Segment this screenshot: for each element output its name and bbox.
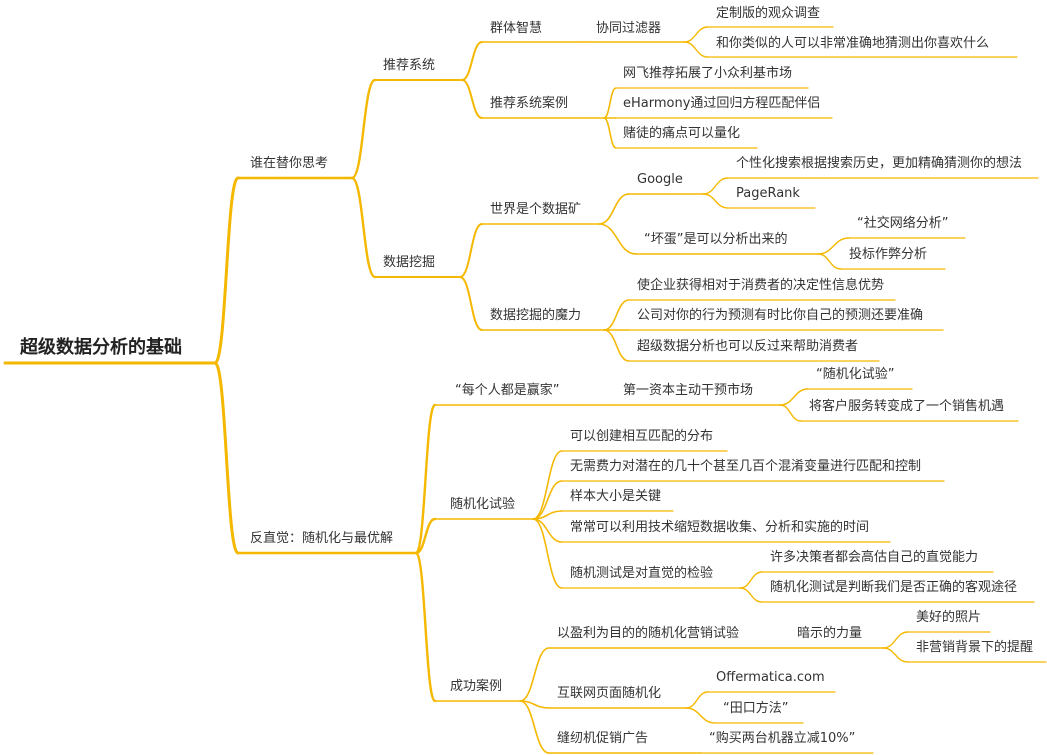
connector-line: [603, 329, 630, 362]
leaf-offermatica: Offermatica.com: [716, 670, 825, 685]
connector-line: [414, 517, 437, 555]
connector-line: [683, 41, 709, 58]
leaf-taguchi: “田口方法”: [723, 701, 789, 716]
leaf-buy-two-discount: “购买两台机器立减10%”: [709, 731, 856, 746]
connector-line: [461, 41, 483, 81]
connector-line: [598, 193, 630, 225]
node-google: Google: [637, 172, 683, 187]
connector-line: [702, 193, 729, 209]
connector-line: [817, 237, 850, 255]
connector-line: [459, 276, 483, 331]
node-counterintuitive: 反直觉：随机化与最优解: [250, 531, 394, 546]
connector-line: [739, 571, 763, 589]
connector-line: [213, 176, 240, 365]
node-intuition-check: 随机测试是对直觉的检验: [570, 566, 714, 581]
connector-line: [519, 647, 550, 702]
node-web-randomization: 互联网页面随机化: [557, 686, 662, 701]
node-world-data-mine: 世界是个数据矿: [490, 202, 582, 217]
connector-line: [683, 26, 709, 43]
node-capital-one: 第一资本主动干预市场: [623, 383, 754, 398]
node-power-of-suggestion: 暗示的力量: [797, 626, 863, 641]
connector-line: [685, 691, 709, 709]
leaf-confounders: 无需费力对潜在的几十个甚至几百个混淆变量进行匹配和控制: [570, 459, 922, 474]
node-wisdom-of-crowds: 群体智慧: [490, 21, 543, 36]
leaf-similar-people: 和你类似的人可以非常准确地猜测出你喜欢什么: [716, 36, 990, 51]
leaf-service-to-sales: 将客户服务转变成了一个销售机遇: [809, 399, 1005, 414]
connector-line: [414, 403, 437, 555]
leaf-matching-distribution: 可以创建相互匹配的分布: [570, 429, 714, 444]
leaf-bid-rigging: 投标作弊分析: [849, 247, 928, 262]
node-everyone-wins: “每个人都是赢家”: [455, 383, 560, 398]
leaf-technology-time: 常常可以利用技术缩短数据收集、分析和实施的时间: [570, 520, 870, 535]
connector-line: [882, 631, 909, 649]
leaf-sample-size: 样本大小是关键: [570, 489, 662, 504]
node-recommender-systems: 推荐系统: [383, 58, 436, 73]
connector-line: [598, 223, 637, 255]
connector-line: [603, 117, 617, 149]
connector-line: [817, 253, 842, 270]
connector-line: [461, 79, 483, 119]
connector-line: [685, 707, 716, 724]
node-profit-marketing: 以盈利为目的的随机化营销试验: [557, 626, 740, 641]
leaf-non-marketing-reminder: 非营销背景下的提醒: [916, 640, 1034, 655]
connector-line: [603, 299, 630, 331]
leaf-nice-photo: 美好的照片: [916, 610, 982, 625]
node-bad-guys: “坏蛋”是可以分析出来的: [644, 232, 788, 247]
node-recommender-cases: 推荐系统案例: [490, 96, 569, 111]
node-data-mining: 数据挖掘: [383, 255, 436, 270]
node-collaborative-filter: 协同过滤器: [596, 21, 662, 36]
leaf-randomized-trial: “随机化试验”: [816, 367, 895, 382]
root-title: 超级数据分析的基础: [20, 337, 182, 358]
node-who-thinks-for-you: 谁在替你思考: [250, 156, 329, 171]
connector-line: [350, 176, 377, 279]
connector-line: [603, 87, 617, 119]
leaf-personalized-search: 个性化搜索根据搜索历史，更加精确猜测你的想法: [736, 156, 1023, 171]
leaf-custom-survey: 定制版的观众调查: [716, 6, 821, 21]
connector-line: [532, 518, 563, 589]
node-mining-magic: 数据挖掘的魔力: [490, 308, 582, 323]
leaf-social-network: “社交网络分析”: [857, 216, 949, 231]
node-sewing-machine-ad: 缝纫机促销广告: [557, 731, 649, 746]
connector-line: [414, 551, 437, 703]
connector-line: [519, 700, 550, 754]
node-success-cases: 成功案例: [450, 679, 503, 694]
connector-line: [702, 177, 729, 195]
connector-line: [739, 587, 763, 603]
connector-line: [532, 480, 563, 520]
connector-line: [779, 404, 802, 422]
leaf-info-advantage: 使企业获得相对于消费者的决定性信息优势: [637, 278, 885, 293]
leaf-prediction: 公司对你的行为预测有时比你自己的预测还要准确: [637, 308, 924, 323]
connector-line: [459, 223, 483, 278]
node-randomized-trials: 随机化试验: [450, 497, 516, 512]
leaf-netflix: 网飞推荐拓展了小众利基市场: [623, 66, 793, 81]
connector-line: [779, 388, 809, 406]
leaf-objective-way: 随机化测试是判断我们是否正确的客观途径: [770, 580, 1018, 595]
leaf-help-consumers: 超级数据分析也可以反过来帮助消费者: [637, 339, 859, 354]
leaf-gambler: 赌徒的痛点可以量化: [623, 126, 741, 141]
leaf-pagerank: PageRank: [736, 186, 800, 201]
connector-line: [532, 450, 563, 520]
connector-line: [882, 647, 909, 663]
connector-line: [350, 78, 377, 180]
leaf-overestimate: 许多决策者都会高估自己的直觉能力: [770, 550, 979, 565]
connector-line: [213, 361, 240, 555]
leaf-eharmony: eHarmony通过回归方程匹配伴侣: [623, 96, 821, 111]
